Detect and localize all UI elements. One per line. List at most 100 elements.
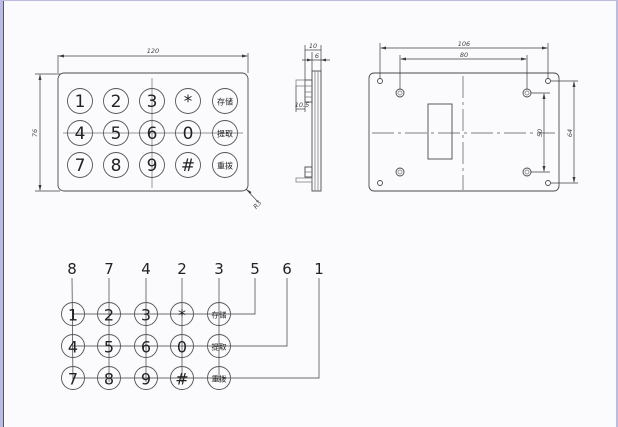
front-key: # (175, 152, 201, 178)
key-outline (175, 88, 201, 114)
row-wire (73, 278, 256, 315)
wiring-key: 5 (97, 334, 121, 358)
key-label: 9 (141, 370, 151, 389)
front-key: 8 (103, 152, 129, 178)
front-key: 6 (139, 120, 165, 146)
key-outline (103, 152, 129, 178)
dim-arrow (521, 57, 527, 61)
side-pin (295, 177, 313, 183)
key-label: 4 (75, 124, 86, 144)
wiring-key: 4 (61, 334, 85, 358)
key-label: 重拨 (212, 374, 227, 384)
corner-hole (545, 180, 551, 186)
dim-label-total: 10 (309, 42, 317, 50)
key-outline (61, 334, 85, 358)
dim-arrow (542, 46, 548, 50)
back-view: 106 80 50 64 (368, 40, 578, 192)
dim-arrow (307, 58, 312, 62)
dim-label-plate: 6 (315, 52, 319, 60)
key-label: 1 (68, 306, 78, 325)
front-key: 存储 (212, 88, 238, 114)
key-outline (170, 302, 194, 326)
back-panel-outline (368, 72, 560, 192)
front-key: 5 (103, 120, 129, 146)
key-outline (175, 152, 201, 178)
key-outline (134, 334, 158, 358)
key-label: 7 (75, 156, 86, 176)
key-outline (61, 366, 85, 390)
dim-arrow (400, 57, 406, 61)
wiring-key: 7 (61, 366, 85, 390)
pin-label: 7 (104, 260, 114, 278)
key-outline (170, 334, 194, 358)
key-label: 存储 (212, 310, 227, 320)
key-outline (97, 334, 121, 358)
key-label: 0 (183, 124, 194, 144)
key-label: 4 (68, 338, 78, 357)
wiring-key: 1 (61, 302, 85, 326)
key-outline (67, 120, 93, 146)
dim-arrow (38, 185, 42, 191)
key-outline (97, 366, 121, 390)
pin-label: 5 (250, 260, 260, 278)
key-label: 存储 (217, 97, 233, 107)
key-outline (207, 302, 231, 326)
wiring-key: 2 (97, 302, 121, 326)
key-outline (103, 120, 129, 146)
key-outline (212, 120, 238, 146)
key-label: 6 (141, 338, 151, 357)
key-label: 7 (68, 370, 78, 389)
key-label: # (181, 156, 195, 176)
screw-boss (395, 167, 405, 177)
key-label: 提取 (217, 129, 233, 139)
wiring-key: 3 (134, 302, 158, 326)
key-outline (134, 366, 158, 390)
dim-label-outer-holes: 106 (458, 40, 470, 48)
key-outline (61, 302, 85, 326)
key-label: 2 (111, 92, 122, 112)
front-key: 2 (103, 88, 129, 114)
back-window-cutout (427, 103, 453, 160)
key-outline (97, 302, 121, 326)
front-key: 9 (139, 152, 165, 178)
key-outline (212, 88, 238, 114)
key-label: * (178, 306, 186, 325)
wiring-key: 9 (134, 366, 158, 390)
key-outline (212, 152, 238, 178)
key-label: * (184, 92, 193, 112)
key-outline (67, 152, 93, 178)
corner-hole (377, 180, 383, 186)
corner-hole (545, 78, 551, 84)
front-key: 重拨 (212, 152, 238, 178)
key-label: 8 (111, 156, 122, 176)
wiring-key: # (170, 366, 194, 390)
front-key: 3 (139, 88, 165, 114)
side-plate (311, 70, 322, 192)
front-key: 提取 (212, 120, 238, 146)
key-label: 3 (147, 92, 158, 112)
front-key: 1 (67, 88, 93, 114)
dim-arrow (246, 189, 252, 194)
key-label: 5 (104, 338, 114, 357)
dim-arrow (572, 177, 576, 183)
key-label: 提取 (212, 342, 227, 352)
dim-label-pin: 10.5 (295, 101, 309, 109)
key-label: 2 (104, 306, 114, 325)
dim-arrow (542, 166, 546, 172)
wiring-key: 存储 (207, 302, 231, 326)
key-outline (67, 88, 93, 114)
corner-hole (377, 78, 383, 84)
dim-label-radius: R3 (252, 199, 264, 211)
key-label: 9 (147, 156, 158, 176)
pin-label: 3 (214, 260, 224, 278)
wiring-key: 0 (170, 334, 194, 358)
key-outline (170, 366, 194, 390)
dim-arrow (572, 81, 576, 87)
dim-label-width: 120 (147, 47, 159, 55)
key-outline (134, 302, 158, 326)
